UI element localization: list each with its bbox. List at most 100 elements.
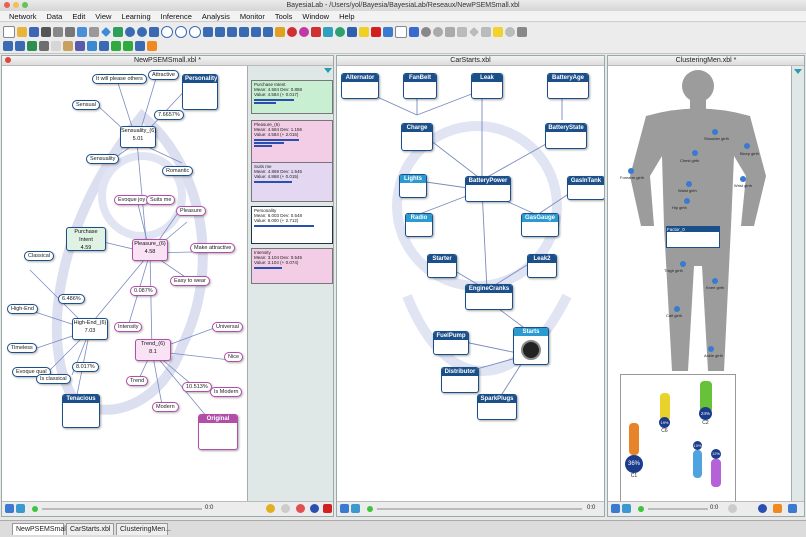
car-node-radio[interactable]: Radio [405,213,433,237]
menu-edit[interactable]: Edit [72,12,86,21]
car-node-fuelpump[interactable]: FuelPump [433,331,469,355]
tools-icon[interactable] [39,40,49,51]
zoom-fit-icon[interactable] [189,25,201,38]
car-node-batteryage[interactable]: BatteryAge [547,73,589,99]
arrow-icon[interactable] [149,26,159,37]
minimize-window-icon[interactable] [13,2,19,8]
network-mode-icon[interactable] [340,504,349,513]
hexagon-icon[interactable] [445,26,455,37]
menu-analysis[interactable]: Analysis [201,12,230,21]
orange-status-icon[interactable] [773,504,782,513]
cube-icon[interactable] [383,26,393,37]
body-factor-node[interactable]: Factor_0 [666,226,720,248]
note-icon[interactable] [493,26,503,37]
car-node-leak[interactable]: Leak [471,73,503,99]
expand-icon[interactable] [203,26,213,37]
zoom-in-icon[interactable] [161,25,173,38]
body-point-forearm[interactable] [628,168,634,174]
car-node-fanbelt[interactable]: FanBelt [403,73,437,99]
chart-icon[interactable] [87,40,97,51]
stop-status-icon[interactable] [323,504,332,513]
monitor-collapse-icon[interactable] [324,68,332,73]
window-controls[interactable] [4,2,28,8]
database-status-icon[interactable] [758,504,767,513]
diamond-icon[interactable] [101,26,111,37]
footer-slider[interactable] [377,508,582,510]
monitor-purchase-intent[interactable]: Purchase Intent Mean: 4.584 Dev: 0.858 V… [251,80,333,114]
target-icon[interactable] [287,26,297,37]
monitor-personality[interactable]: Personality Mean: 8.003 Dev: 0.548 Value… [251,206,333,244]
undo-icon[interactable] [125,26,135,37]
arrow-line-icon[interactable] [135,40,145,51]
node-romantic[interactable]: Romantic [162,166,194,176]
node-classical[interactable]: Classical [24,251,55,261]
arc-icon[interactable] [311,26,321,37]
tab-clusteringmen[interactable]: ClusteringMen... [116,523,171,535]
add-node-icon[interactable] [409,26,419,37]
maximize-window-icon[interactable] [22,2,28,8]
car-node-charge[interactable]: Charge [401,123,433,151]
node-evoque-joy[interactable]: Evoque joy [114,195,150,205]
car-node-gasintank[interactable]: GasInTank [567,176,604,200]
node-trend[interactable]: Trend [126,376,149,386]
database-status-icon[interactable] [310,504,319,513]
car-node-batterypower[interactable]: BatteryPower [465,176,511,202]
body-point-ankle[interactable] [708,346,714,352]
node-evoque-qual[interactable]: Evoque qual [12,367,51,377]
erase-icon[interactable] [505,26,515,37]
robot-icon[interactable] [281,504,290,513]
check-icon[interactable] [111,40,121,51]
tree-icon[interactable] [27,40,37,51]
ruler-icon[interactable] [275,26,285,37]
stack-icon[interactable] [53,26,63,37]
pink-node-icon[interactable] [299,26,309,37]
body-point-knee[interactable] [712,278,718,284]
car-node-sparkplugs[interactable]: SparkPlugs [477,394,517,420]
node-modern[interactable]: Modern [152,402,179,412]
bar-icon[interactable] [347,26,357,37]
body-point-bicep[interactable] [744,143,750,149]
grid-icon[interactable] [263,26,273,37]
menu-tools[interactable]: Tools [274,12,293,21]
monitor-intensity[interactable]: Intensity Mean: 3.104 Dev: 0.545 Value: … [251,248,333,284]
footer-slider[interactable] [42,508,202,510]
robot-icon[interactable] [728,504,737,513]
zoom-out-icon[interactable] [175,25,187,38]
menu-inference[interactable]: Inference [160,12,192,21]
gray-circle-icon[interactable] [433,26,443,37]
monitor-suits-me[interactable]: Suits me Mean: 4.869 Dev: 1.545 Value: 4… [251,162,333,202]
cluster-c6[interactable]: 19% C6 [659,393,670,434]
car-node-distributor[interactable]: Distributor [441,367,479,393]
node-easy-to-wear[interactable]: Easy to wear [170,276,210,286]
flip-icon[interactable] [251,26,261,37]
coins-icon[interactable] [266,504,275,513]
stack-doc-icon[interactable] [75,40,85,51]
car-node-enginecranks[interactable]: EngineCranks [465,284,513,310]
calculator-icon[interactable] [63,40,73,51]
validation-mode-icon[interactable] [351,504,360,513]
house-icon[interactable] [15,40,25,51]
menu-window[interactable]: Window [302,12,330,21]
brain-icon[interactable] [296,504,305,513]
node-trend-factor[interactable]: Trend_(6) 8.1 [135,339,171,361]
node-universal[interactable]: Universal [212,322,243,332]
orange-block-icon[interactable] [147,40,157,51]
car-node-lights[interactable]: Lights [399,174,427,198]
node-sensuality-factor[interactable]: Sensuality_(6) 5.01 [120,126,156,148]
node-sensual[interactable]: Sensual [72,100,100,110]
body-point-thigh[interactable] [680,261,686,267]
node-high-end-factor[interactable]: High-End_(6) 7.03 [72,318,108,340]
new-file-icon[interactable] [3,25,15,38]
validation-mode-icon[interactable] [622,504,631,513]
square-icon[interactable] [457,26,467,37]
trash-icon[interactable] [517,26,527,37]
footer-slider[interactable] [648,508,708,510]
menu-learning[interactable]: Learning [121,12,151,21]
lock-icon[interactable] [3,40,13,51]
network-mode-icon[interactable] [5,504,14,513]
body-point-wrist[interactable] [740,176,746,182]
menu-view[interactable]: View [95,12,112,21]
check-icon-2[interactable] [123,40,133,51]
save-icon[interactable] [29,26,39,37]
stop-icon[interactable] [371,26,381,37]
